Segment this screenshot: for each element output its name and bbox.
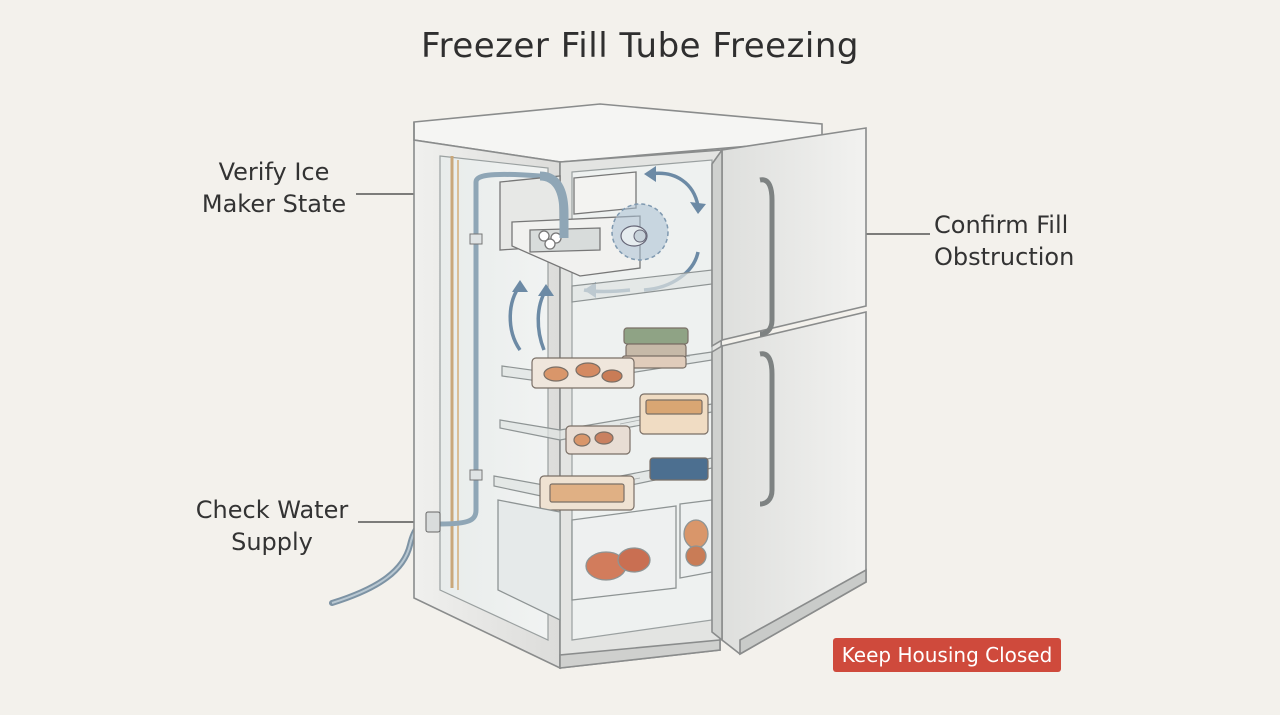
keep-housing-closed-badge: Keep Housing Closed (833, 638, 1061, 672)
fill-obstruction-highlight (611, 203, 669, 261)
callout-water-supply-line-1: Check Water (195, 496, 349, 524)
callout-ice-maker: Verify Ice Maker State (196, 156, 352, 220)
ice-maker (499, 171, 641, 277)
food-containers (531, 327, 709, 511)
callout-water-supply: Check Water Supply (186, 494, 358, 558)
callout-fill-obstruction-line-2: Obstruction (934, 243, 1075, 271)
callout-fill-obstruction: Confirm Fill Obstruction (934, 209, 1094, 273)
callout-water-supply-line-2: Supply (231, 528, 313, 556)
callout-fill-obstruction-line-1: Confirm Fill (934, 211, 1069, 239)
callout-ice-maker-line-1: Verify Ice (218, 158, 330, 186)
diagram-title: Freezer Fill Tube Freezing (421, 26, 859, 66)
callout-ice-maker-line-2: Maker State (201, 190, 347, 218)
crisper-drawers (497, 499, 713, 622)
fridge-doors (711, 127, 867, 656)
